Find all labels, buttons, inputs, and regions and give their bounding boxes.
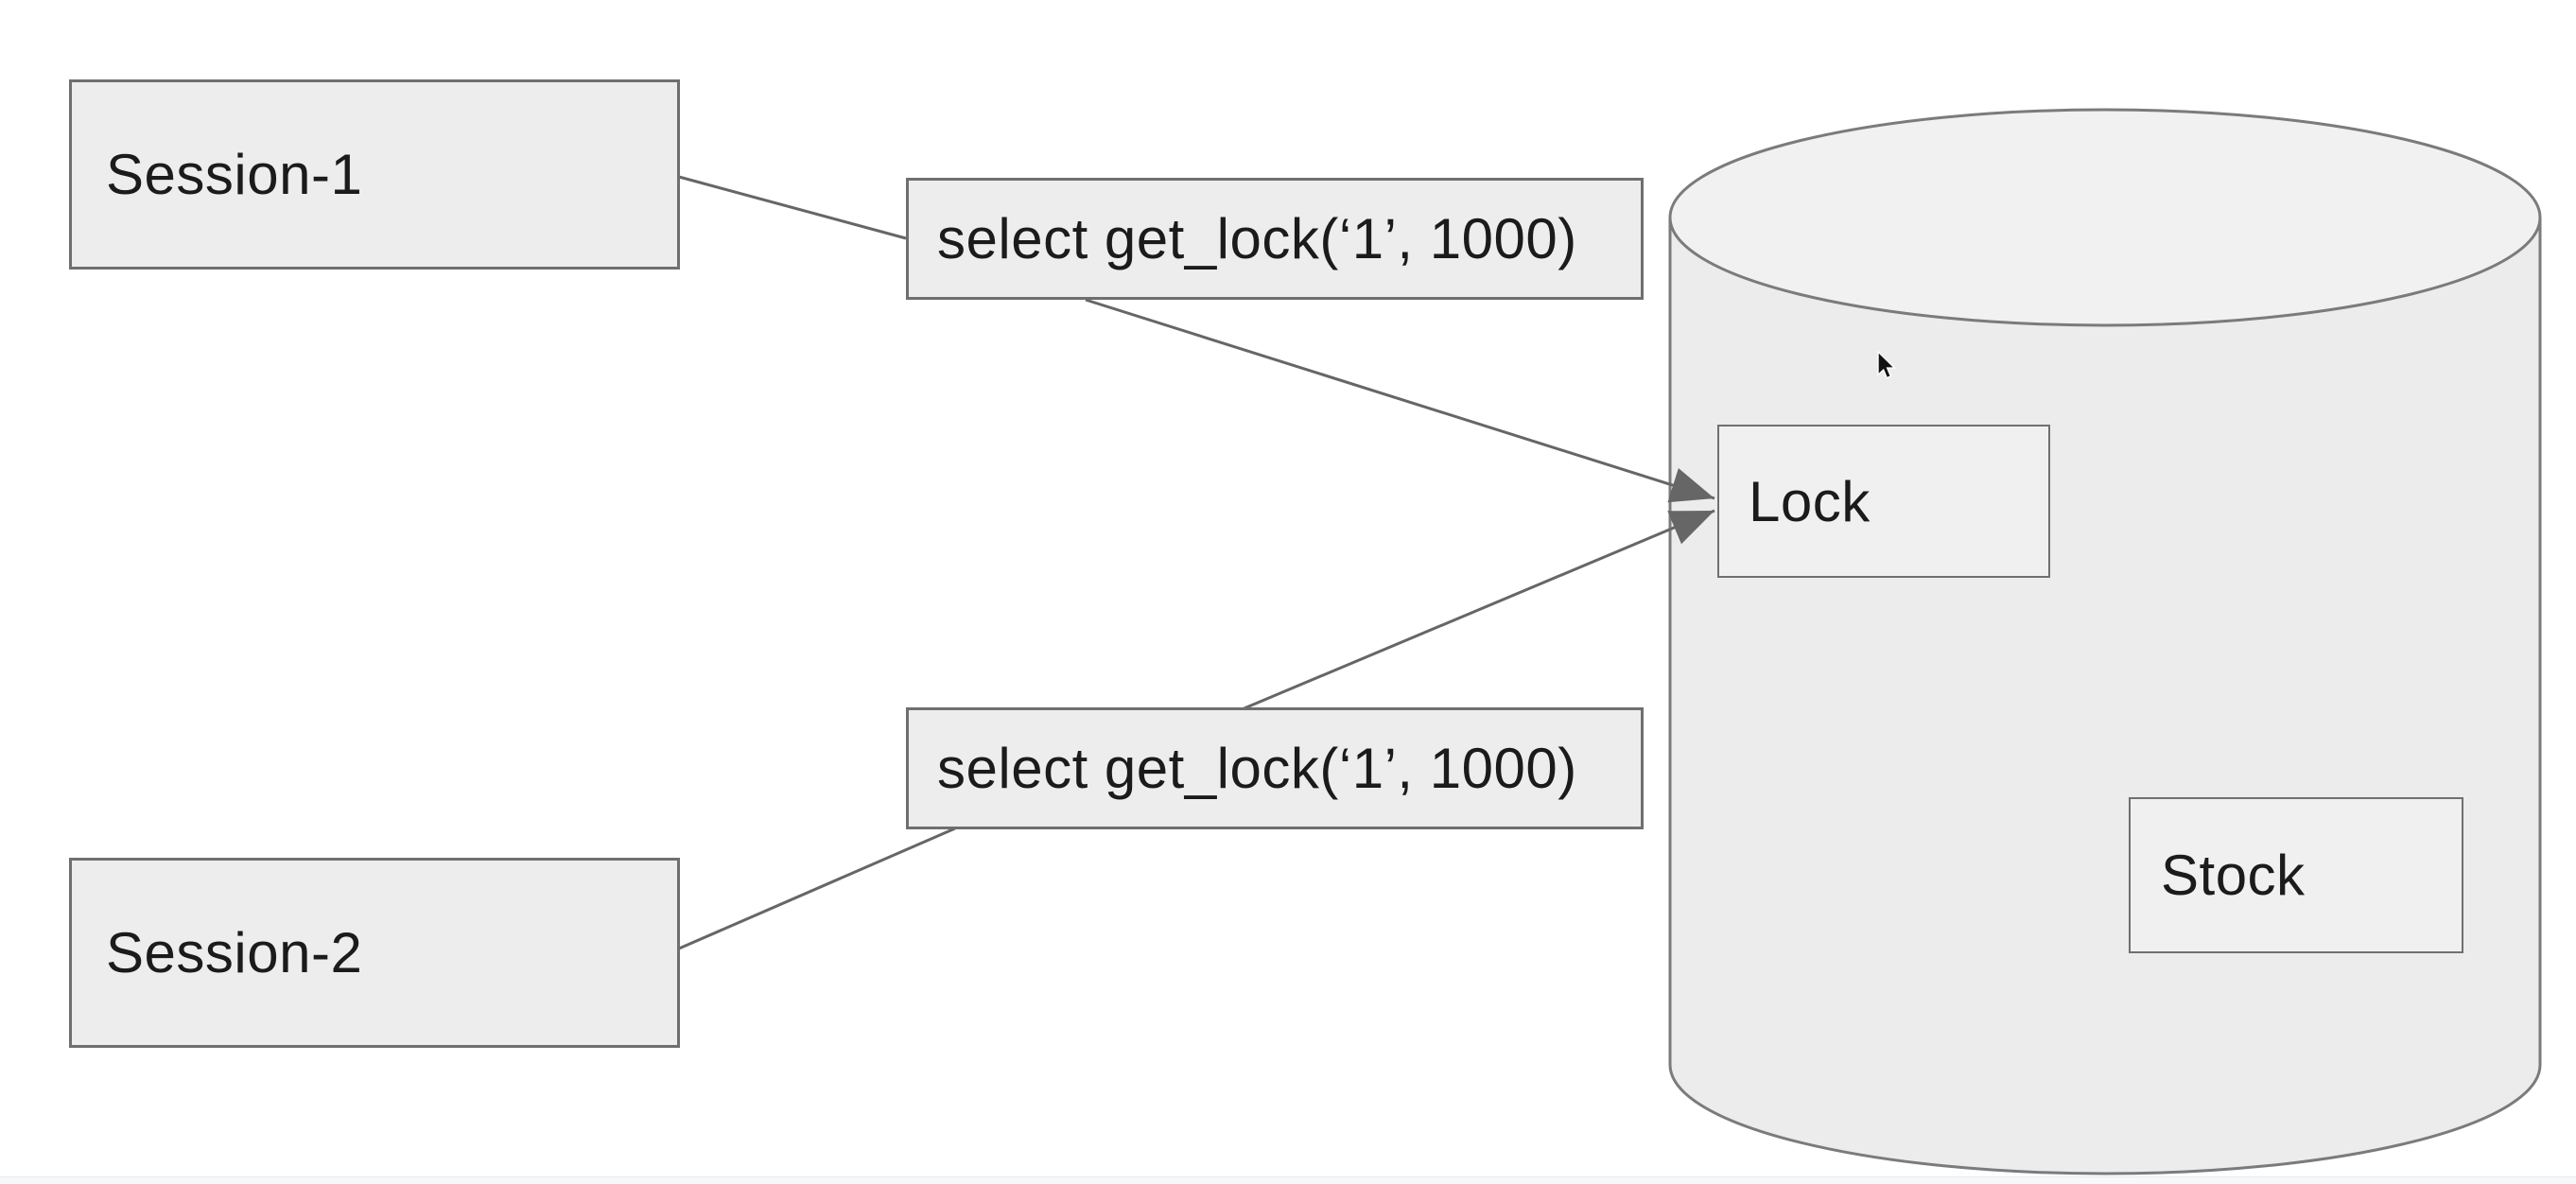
bottom-edge-strip [0, 1176, 2576, 1184]
connector-query2-lock [1239, 509, 1715, 712]
session-2-label: Session-2 [106, 921, 363, 984]
stock-label: Stock [2161, 844, 2306, 907]
query-2-label: select get_lock(‘1’, 1000) [937, 737, 1577, 800]
query-1-box: select get_lock(‘1’, 1000) [906, 178, 1644, 300]
lock-box: Lock [1717, 425, 2050, 578]
database-cylinder [1668, 218, 2542, 1175]
session-1-label: Session-1 [106, 143, 363, 206]
connector-query1-lock [1085, 298, 1715, 503]
query-1-label: select get_lock(‘1’, 1000) [937, 207, 1577, 270]
session-2-box: Session-2 [69, 858, 680, 1048]
mouse-cursor-icon [1877, 350, 1897, 379]
stock-box: Stock [2129, 797, 2463, 953]
database-cylinder-top [1668, 108, 2542, 327]
query-2-box: select get_lock(‘1’, 1000) [906, 707, 1644, 829]
lock-label: Lock [1749, 469, 1871, 533]
session-1-box: Session-1 [69, 79, 680, 270]
connector-session2-query2 [678, 827, 956, 950]
connector-session1-query1 [678, 175, 907, 240]
